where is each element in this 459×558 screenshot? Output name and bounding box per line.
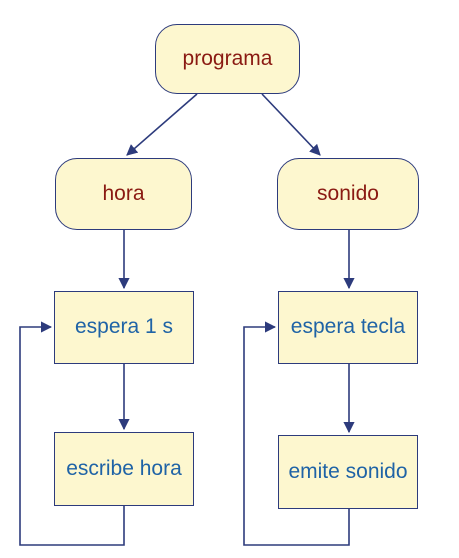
edge-programa-to-hora [126, 93, 198, 156]
loop-emite-sonido-to-espera-tecla [243, 321, 350, 546]
node-programa: programa [155, 24, 300, 94]
edge-programa-to-sonido [261, 93, 321, 156]
node-hora: hora [55, 158, 192, 230]
node-programa-label: programa [182, 46, 273, 70]
node-hora-label: hora [102, 181, 145, 205]
node-sonido: sonido [277, 158, 419, 230]
loop-escribe-hora-to-espera-1s [19, 321, 125, 546]
node-espera-tecla: espera tecla [278, 291, 418, 364]
node-espera-1s-label: espera 1 s [74, 315, 174, 339]
node-emite-sonido-label: emite sonido [288, 459, 408, 483]
node-emite-sonido: emite sonido [278, 435, 418, 509]
node-sonido-label: sonido [317, 181, 379, 205]
node-escribe-hora: escribe hora [54, 432, 194, 506]
node-escribe-hora-label: escribe hora [66, 456, 182, 480]
node-espera-1s: espera 1 s [54, 291, 194, 364]
node-espera-tecla-label: espera tecla [290, 315, 406, 339]
